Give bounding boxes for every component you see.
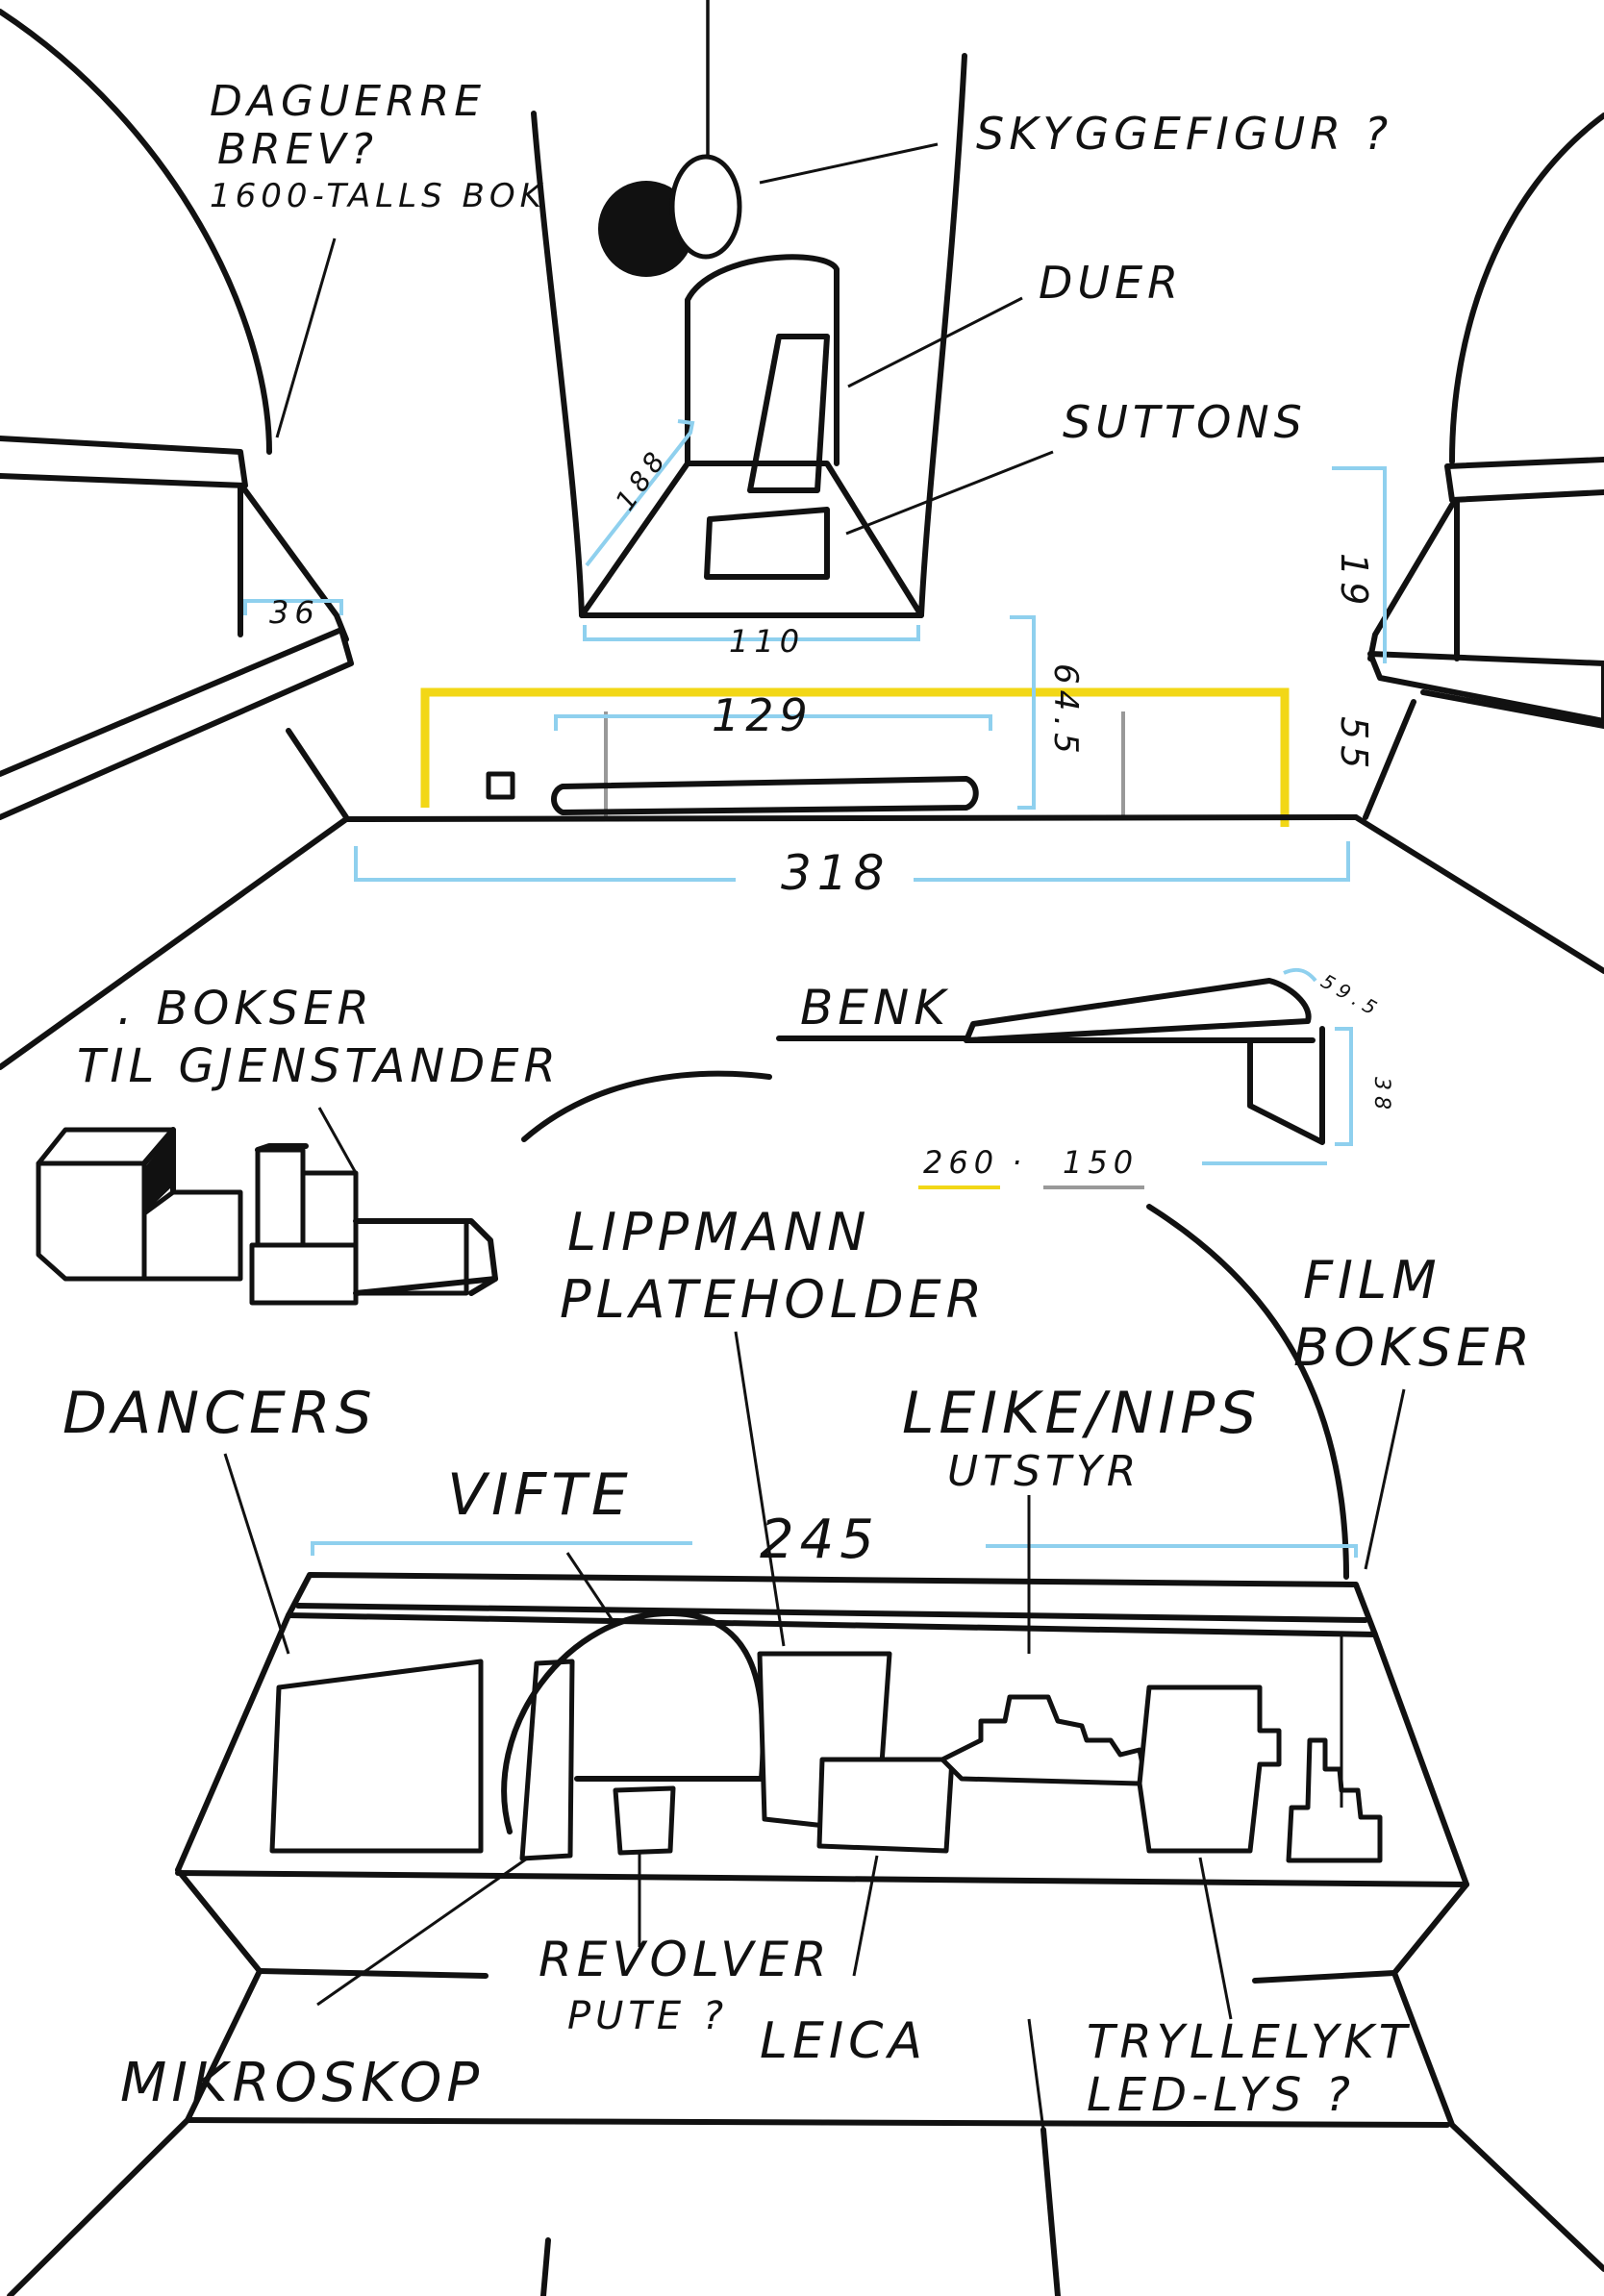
- label-vifte: VIFTE: [447, 1461, 633, 1529]
- left-wall-vitrine: [0, 436, 354, 820]
- dim-55: 55: [1333, 716, 1375, 774]
- leader-lines: [223, 142, 1406, 2020]
- dim-110: 110: [729, 623, 805, 660]
- dim-dot: ·: [1012, 1144, 1027, 1181]
- dim-38: 38: [1369, 1077, 1393, 1115]
- label-daguerre: DAGUERRE: [210, 77, 486, 126]
- dim-59-5: 59.5: [1317, 969, 1386, 1022]
- alcove: [531, 53, 967, 641]
- label-suttons: SUTTONS: [1063, 396, 1307, 448]
- label-bok: 1600-TALLS BOK: [210, 177, 546, 215]
- annotations: DAGUERRE BREV? 1600-TALLS BOK SKYGGEFIGU…: [63, 77, 1535, 2122]
- label-til-gjenstander: TIL GJENSTANDER: [77, 1039, 561, 1093]
- right-arch: [1449, 112, 1604, 464]
- vitrine-objects: [269, 1610, 1383, 1863]
- label-leike-nips: LEIKE/NIPS: [902, 1380, 1261, 1447]
- label-duer: DUER: [1039, 257, 1183, 309]
- label-plateholder: PLATEHOLDER: [560, 1269, 987, 1330]
- dim-260: 260: [923, 1144, 999, 1181]
- dim-188: 188: [609, 442, 674, 516]
- object-boxes: [36, 1107, 498, 1306]
- lower-vitrine: [7, 1541, 1604, 2296]
- label-dancers: DANCERS: [63, 1380, 377, 1447]
- dim-64-5: 64.5: [1046, 663, 1085, 760]
- dim-150: 150: [1063, 1144, 1139, 1181]
- label-benk: BENK: [800, 980, 950, 1036]
- label-lippmann: LIPPMANN: [567, 1202, 870, 1262]
- label-skyggefigur: SKYGGEFIGUR ?: [976, 108, 1392, 160]
- dim-36: 36: [269, 594, 320, 631]
- dim-19: 19: [1333, 553, 1375, 611]
- right-wall-vitrine: [1332, 457, 1604, 820]
- dim-318: 318: [781, 845, 890, 901]
- room-arc: [521, 1070, 1349, 1580]
- label-bokser-film: BOKSER: [1293, 1317, 1535, 1378]
- label-leica: LEICA: [760, 2012, 927, 2070]
- label-mikroskop: MIKROSKOP: [120, 2052, 484, 2114]
- label-pute: PUTE ?: [567, 1994, 728, 2038]
- label-bokser: . BOKSER: [117, 982, 374, 1036]
- label-revolver: REVOLVER: [539, 1932, 832, 1987]
- hanging-lamp: [598, 0, 742, 277]
- label-brev: BREV?: [217, 125, 378, 174]
- bench: [776, 967, 1353, 1189]
- dim-129: 129: [712, 689, 814, 741]
- left-arch: [0, 9, 272, 455]
- label-tryllelykt: TRYLLELYKT: [1087, 2015, 1412, 2069]
- display-table: [0, 615, 1604, 1070]
- dim-245: 245: [760, 1509, 880, 1571]
- label-led-lys: LED-LYS ?: [1087, 2068, 1355, 2122]
- label-utstyr: UTSTYR: [947, 1447, 1140, 1496]
- label-film: FILM: [1303, 1250, 1441, 1310]
